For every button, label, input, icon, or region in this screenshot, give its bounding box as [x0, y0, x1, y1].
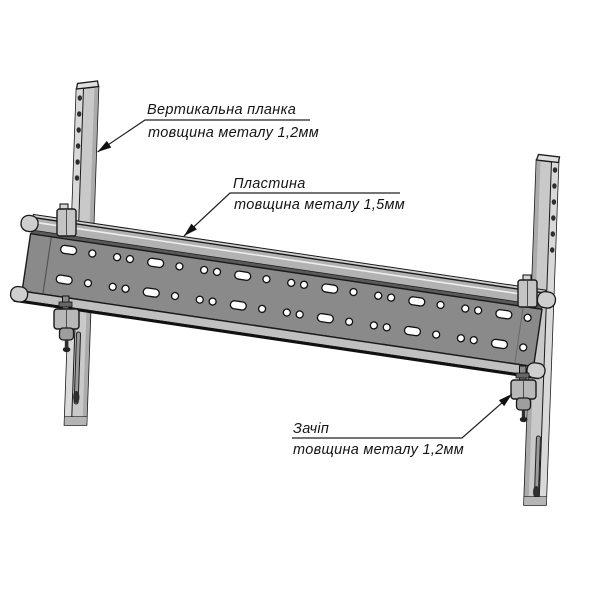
left-lower-hook: [53, 295, 80, 353]
left-bar-top-cap: [75, 80, 100, 90]
leader-hook: [292, 393, 513, 439]
plate-end-cap: [20, 214, 39, 233]
callout-vertical-bar: Вертикальна планка товщина металу 1,2мм: [147, 102, 319, 141]
right-bar-holes: [550, 167, 558, 253]
left-bar-holes: [74, 95, 83, 181]
left-upper-clamp: [56, 203, 77, 237]
right-upper-clamp: [517, 274, 538, 308]
plate: [9, 213, 557, 380]
callout-plate-title: Пластина: [233, 176, 306, 192]
plate-end-cap: [526, 362, 546, 380]
callout-hook: Зачіп товщина металу 1,2мм: [293, 421, 464, 458]
callout-plate: Пластина товщина металу 1,5мм: [233, 176, 405, 213]
leader-vertical-bar: [97, 119, 310, 153]
right-hook-knob: [515, 397, 532, 411]
right-bar-top-cap: [535, 153, 561, 164]
left-bar-slot: [73, 331, 82, 405]
callout-hook-title: Зачіп: [293, 421, 329, 437]
left-hook-knob: [58, 327, 75, 341]
plate-end-cap: [9, 285, 29, 303]
leader-plate: [183, 192, 400, 237]
callout-vertical-bar-title: Вертикальна планка: [147, 102, 296, 118]
callout-hook-subtitle: товщина металу 1,2мм: [293, 442, 464, 458]
callout-vertical-bar-subtitle: товщина металу 1,2мм: [148, 125, 319, 141]
right-lower-hook: [510, 365, 537, 423]
right-bar-flange: [539, 161, 559, 505]
callout-plate-subtitle: товщина металу 1,5мм: [234, 197, 405, 213]
